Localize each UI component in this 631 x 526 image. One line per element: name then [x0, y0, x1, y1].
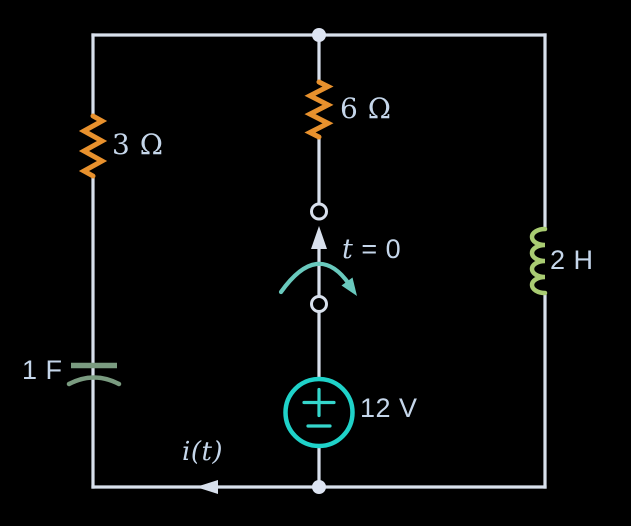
resistor-3ohm: [78, 113, 108, 179]
switch-blade-arrowhead-icon: [311, 226, 327, 249]
switch-terminal-bottom: [310, 295, 328, 313]
inductor-2h: [529, 226, 548, 296]
capacitor-plate-bottom: [66, 375, 122, 387]
polarity-plus-icon: [302, 387, 336, 418]
current-label: i(t): [182, 437, 224, 467]
resistor-6ohm-label: 6 Ω: [340, 92, 392, 125]
capacitor-label: 1 F: [22, 355, 63, 385]
switch-time-label: t= 0: [342, 234, 402, 265]
resistor-3ohm-label: 3 Ω: [112, 128, 164, 161]
voltage-source-label: 12 V: [360, 393, 418, 423]
resistor-6ohm: [304, 79, 334, 140]
current-arrowhead-icon: [196, 480, 218, 494]
junction-node-top: [312, 28, 326, 42]
switch-time-value: = 0: [361, 234, 402, 264]
switch-time-variable: t: [342, 234, 354, 265]
switch-closing-arc-icon: [278, 261, 352, 295]
voltage-source-circle: [283, 376, 355, 449]
switch-terminal-top: [310, 202, 328, 221]
inductor-label: 2 H: [550, 245, 594, 275]
switch-closing-arc-arrowhead-icon: [341, 277, 357, 296]
junction-node-bottom: [312, 480, 326, 494]
